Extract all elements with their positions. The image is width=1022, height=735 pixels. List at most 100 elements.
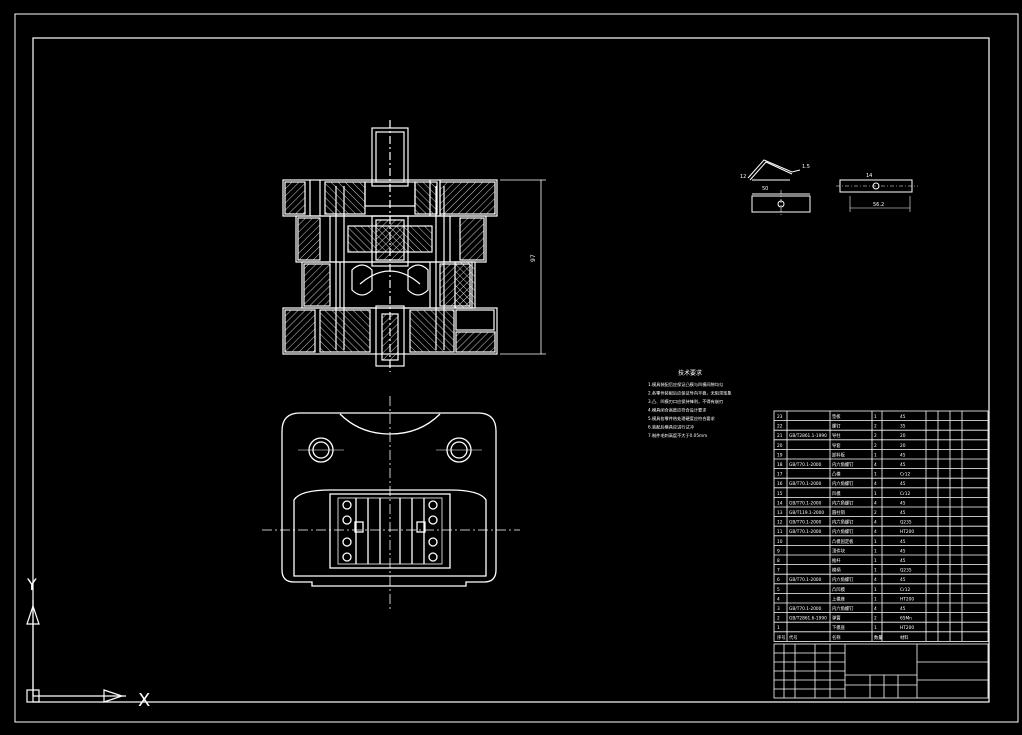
bom-cell: 7: [777, 568, 780, 574]
bom-cell: Cr12: [900, 491, 911, 497]
bom-cell: 推杆: [832, 557, 841, 564]
tech-requirement-line: 3.凸、凹模刃口应保持锋利，不得有崩刃: [648, 398, 723, 405]
bom-cell: 凸模固定板: [832, 538, 854, 545]
bom-cell: 圆柱销: [832, 509, 846, 516]
bom-cell: 内六角螺钉: [832, 576, 854, 583]
overall-height-dimension: 97: [530, 254, 537, 262]
bom-cell: 45: [900, 510, 906, 516]
bom-cell: GB/T2861.1-1990: [789, 433, 827, 439]
tech-requirement-line: 1.模具装配后应保证凸模与凹模间隙均匀: [648, 381, 723, 388]
bom-cell: 35: [900, 424, 906, 430]
bom-cell: 3: [777, 606, 780, 612]
bom-cell: GB/T2861.6-1990: [789, 616, 827, 622]
bom-cell: 5: [777, 587, 780, 593]
bom-cell: 4: [874, 462, 877, 468]
bom-cell: 11: [777, 529, 783, 535]
tech-requirements: 技术要求 1.模具装配后应保证凸模与凹模间隙均匀2.各零件装配后应保证导向平稳，…: [648, 369, 732, 439]
bom-cell: 2: [874, 424, 877, 430]
bom-cell: 模柄: [832, 567, 841, 574]
bom-cell: 45: [900, 539, 906, 545]
bom-cell: GB/T119.1-2000: [789, 510, 824, 516]
bom-header-cell: 数量: [874, 634, 883, 641]
bom-cell: 45: [900, 606, 906, 612]
bom-cell: 8: [777, 558, 780, 564]
die-plan-view: [262, 396, 520, 612]
bom-cell: 4: [874, 500, 877, 506]
bom-cell: 内六角螺钉: [832, 519, 854, 526]
bom-cell: 45: [900, 481, 906, 487]
bom-cell: 2: [874, 443, 877, 449]
bom-cell: 22: [777, 424, 783, 430]
bom-cell: Cr12: [900, 587, 911, 593]
bom-cell: 内六角螺钉: [832, 480, 854, 487]
bom-cell: 2: [874, 616, 877, 622]
ucs-y-label: Y: [26, 575, 37, 594]
bom-cell: 45: [900, 548, 906, 554]
tech-requirement-line: 5.模具各零件热处理硬度应符合要求: [648, 415, 716, 422]
bom-cell: 内六角螺钉: [832, 528, 854, 535]
bom-cell: 4: [874, 606, 877, 612]
bom-cell: 4: [874, 481, 877, 487]
bom-cell: 45: [900, 577, 906, 583]
bom-cell: 2: [777, 616, 780, 622]
part-thickness-dimension: 1.5: [802, 164, 810, 170]
bom-cell: 1: [874, 539, 877, 545]
bom-cell: 20: [777, 443, 783, 449]
bom-cell: 1: [874, 472, 877, 478]
bom-cell: 65Mn: [900, 616, 912, 622]
bom-cell: 2: [874, 433, 877, 439]
title-block: [773, 643, 989, 699]
bom-cell: 9: [777, 548, 780, 554]
bom-cell: 凸模: [832, 471, 841, 478]
bom-cell: 1: [874, 596, 877, 602]
bom-cell: HT200: [900, 625, 914, 631]
bom-cell: 凹模: [832, 490, 841, 497]
bom-cell: 内六角螺钉: [832, 499, 854, 506]
bom-cell: GB/T70.1-2000: [789, 606, 822, 612]
bom-cell: 垫板: [832, 413, 841, 420]
bom-header-cell: 序号: [777, 634, 786, 641]
bom-cell: 21: [777, 433, 783, 439]
bom-cell: 4: [874, 520, 877, 526]
die-section-view: [282, 120, 546, 372]
part-length-small-dimension: 14: [866, 173, 872, 179]
bom-cell: 导柱: [832, 432, 841, 439]
bom-cell: 19: [777, 452, 783, 458]
bom-cell: 1: [874, 452, 877, 458]
bom-cell: 顶件块: [832, 547, 846, 554]
part-width-dimension: 50: [762, 186, 768, 192]
bom-header-cell: 代号: [789, 634, 798, 641]
bom-cell: 4: [874, 577, 877, 583]
bom-cell: 45: [900, 452, 906, 458]
bom-cell: 螺钉: [832, 423, 841, 430]
bom-cell: 1: [777, 625, 780, 631]
bom-cell: 卸料板: [832, 451, 846, 458]
bom-cell: 15: [777, 491, 783, 497]
bom-cell: GB/T70.1-2000: [789, 500, 822, 506]
bom-cell: 45: [900, 462, 906, 468]
bom-cell: 弹簧: [832, 615, 841, 622]
bom-cell: 凸凹模: [832, 586, 846, 593]
ucs-icon: [26, 600, 126, 703]
bom-cell: 1: [874, 625, 877, 631]
bom-cell: 14: [777, 500, 783, 506]
bom-cell: GB/T70.1-2000: [789, 481, 822, 487]
bom-cell: 内六角螺钉: [832, 605, 854, 612]
bom-cell: GB/T70.1-2000: [789, 577, 822, 583]
bom-cell: 1: [874, 568, 877, 574]
bom-cell: 上模座: [832, 595, 846, 602]
bom-cell: HT200: [900, 596, 914, 602]
bom-cell: 16: [777, 481, 783, 487]
bom-cell: 1: [874, 587, 877, 593]
bom-cell: GB/T70.1-2000: [789, 462, 822, 468]
bom-header-cell: 材料: [900, 634, 909, 641]
bom-cell: 13: [777, 510, 783, 516]
tech-requirement-line: 2.各零件装配后应保证导向平稳，无阻滞现象: [648, 390, 732, 397]
part-length-dimension: 56.2: [873, 202, 884, 208]
tech-requirement-line: 7.制件毛刺高度不大于0.05mm: [648, 432, 707, 439]
part-detail-views: [747, 159, 918, 216]
bom-cell: 20: [900, 433, 906, 439]
tech-requirement-line: 6.装配后模具应进行试冲: [648, 424, 694, 431]
